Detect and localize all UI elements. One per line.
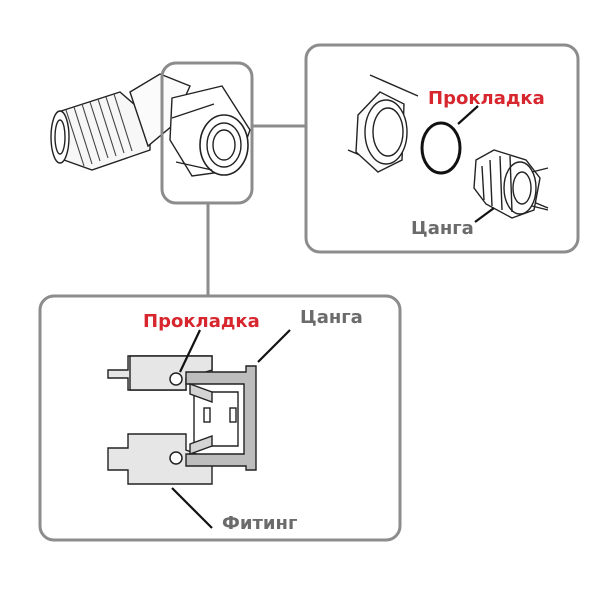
exploded-view-parts <box>347 74 549 219</box>
bottom-collet-label: Цанга <box>300 307 363 328</box>
connector-lines <box>206 124 306 296</box>
bottom-fitting-label: Фитинг <box>222 513 297 534</box>
zoom-frame <box>160 61 254 205</box>
exploded-view-leaders <box>457 105 495 223</box>
top-gasket-label: Прокладка <box>428 88 545 109</box>
elbow-fitting-drawing <box>50 73 251 177</box>
top-collet-label: Цанга <box>411 218 474 239</box>
cross-section-leaders <box>171 329 291 529</box>
cross-section-drawing <box>107 355 257 485</box>
bottom-gasket-label: Прокладка <box>143 311 260 332</box>
